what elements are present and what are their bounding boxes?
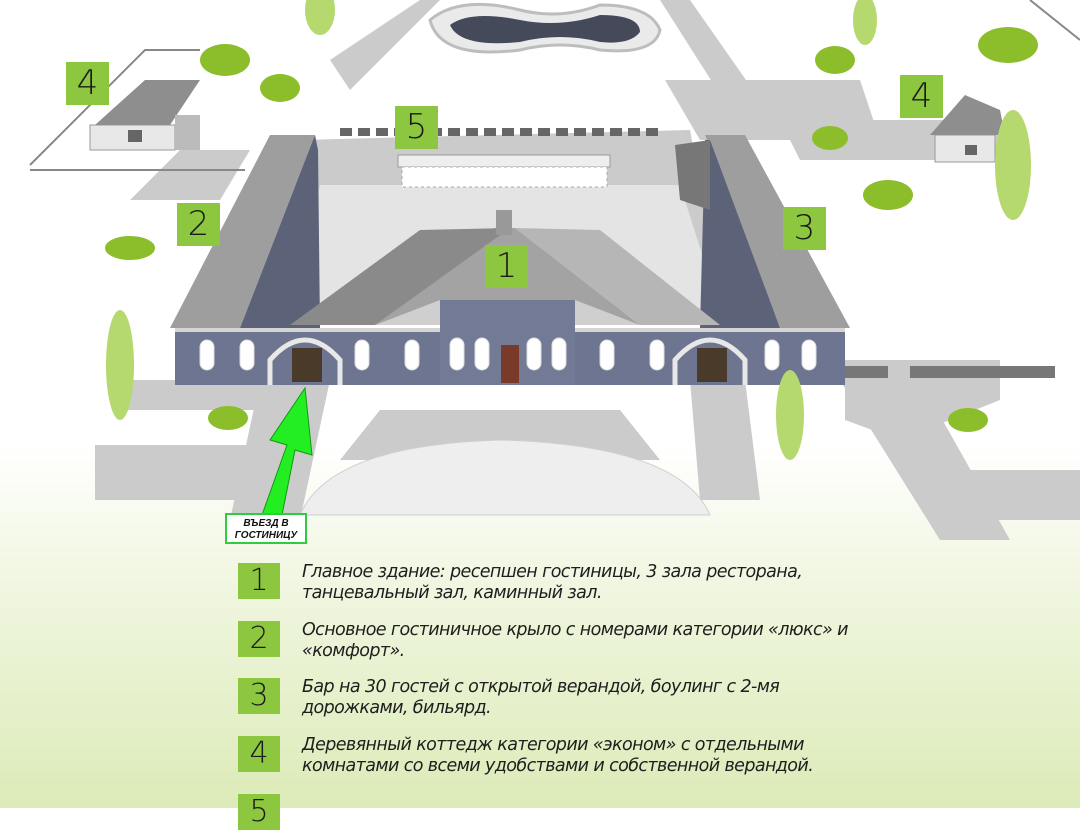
wing-3: [675, 135, 850, 328]
main-door: [501, 345, 519, 383]
legend-text: Основное гостиничное крыло с номерами ка…: [302, 620, 849, 661]
pavilion: [397, 154, 611, 188]
legend-item-4: 4 Деревянный коттедж категории «эконом» …: [238, 735, 878, 782]
windows: [199, 337, 817, 371]
marker-3[interactable]: 3: [783, 207, 826, 250]
entry-label: ВЪЕЗД В ГОСТИНИЦУ: [225, 513, 307, 544]
cottage-right: [930, 95, 1005, 163]
marker-5[interactable]: 5: [395, 106, 438, 149]
legend-item-2: 2 Основное гостиничное крыло с номерами …: [238, 620, 878, 667]
marker-1[interactable]: 1: [485, 245, 528, 288]
legend-item-3: 3 Бар на 30 гостей с открытой верандой, …: [238, 677, 878, 724]
marker-4-left[interactable]: 4: [66, 62, 109, 105]
marker-2[interactable]: 2: [177, 203, 220, 246]
legend-badge: 4: [238, 736, 280, 772]
legend-badge: 2: [238, 621, 280, 657]
arches: [267, 337, 748, 385]
oval-lawn: [299, 439, 711, 516]
fences: [29, 0, 1080, 378]
legend-badge: 1: [238, 563, 280, 599]
marker-4-right[interactable]: 4: [900, 75, 943, 118]
legend-item-1: 1 Главное здание: ресепшен гостиницы, 3 …: [238, 562, 878, 609]
legend-item-5: 5: [238, 794, 878, 840]
legend-text: Главное здание: ресепшен гостиницы, 3 за…: [302, 562, 803, 603]
entry-arrow: [261, 386, 313, 516]
cottage-left: [89, 80, 200, 151]
trees: [105, 0, 1038, 460]
legend-text: Бар на 30 гостей с открытой верандой, бо…: [302, 677, 780, 718]
legend-badge: 5: [238, 794, 280, 830]
wing-2: [170, 135, 320, 328]
legend-text: Деревянный коттедж категории «эконом» с …: [302, 735, 814, 776]
hotel-site-map: [29, 0, 1080, 540]
legend-badge: 3: [238, 678, 280, 714]
